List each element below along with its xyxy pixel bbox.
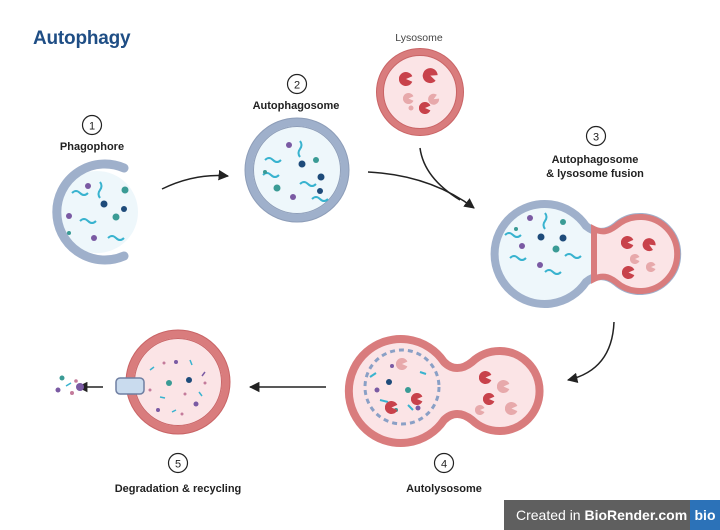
autophagosome-membrane bbox=[245, 118, 349, 222]
stage-2-number: 2 bbox=[294, 80, 300, 92]
degraded-fragments bbox=[148, 359, 207, 416]
stage-4-label: Autolysosome bbox=[406, 483, 482, 495]
stage-2-label: Autophagosome bbox=[253, 100, 340, 112]
stage-4-number: 4 bbox=[441, 459, 447, 471]
fusion-cargo bbox=[504, 212, 658, 279]
autophagosome-cargo bbox=[262, 140, 329, 202]
arrow-2-to-3 bbox=[367, 171, 475, 209]
lysosome: Lysosome bbox=[376, 32, 464, 136]
lysosome-membrane bbox=[376, 48, 464, 136]
stage-3-badge bbox=[585, 125, 607, 147]
biorender-logo: bio bbox=[690, 500, 720, 530]
diagram-title: Autophagy bbox=[33, 28, 131, 49]
stage-1-phagophore: 1 Phagophore bbox=[52, 114, 138, 265]
phagophore-cargo bbox=[66, 181, 129, 241]
stage-5-label: Degradation & recycling bbox=[115, 483, 242, 495]
inner-membrane-remnant bbox=[363, 348, 441, 426]
recycled-molecules bbox=[55, 375, 84, 395]
watermark-text: Created in BioRender.com bbox=[516, 507, 688, 523]
arrow-1-to-2 bbox=[161, 169, 230, 190]
stage-5-degradation: 5 Degradation & recycling bbox=[55, 329, 242, 495]
stage-2-badge bbox=[286, 73, 308, 95]
lysosome-label: Lysosome bbox=[395, 32, 443, 44]
arrow-lysosome-to-3 bbox=[419, 147, 461, 201]
fusion-lysosome-part bbox=[591, 214, 681, 294]
arrow-3-to-4 bbox=[566, 321, 615, 384]
stage-3-number: 3 bbox=[593, 132, 599, 144]
stage-3-label-line2: & lysosome fusion bbox=[546, 168, 644, 180]
biorender-watermark[interactable]: Created in BioRender.com bio bbox=[504, 500, 720, 530]
stage-4-autolysosome: 4 Autolysosome bbox=[344, 335, 544, 495]
lysosome-enzymes bbox=[399, 66, 441, 114]
autolysosome-cargo bbox=[369, 358, 518, 415]
stage-5-number: 5 bbox=[175, 459, 181, 471]
stage-4-badge bbox=[433, 452, 455, 474]
stage-3-fusion: 3 Autophagosome & lysosome fusion bbox=[490, 125, 682, 308]
stage-5-badge bbox=[167, 452, 189, 474]
phagophore-membrane bbox=[52, 159, 129, 265]
stage-1-badge bbox=[81, 114, 103, 136]
molecule-icon bbox=[59, 375, 65, 381]
transporter-channel-icon bbox=[115, 377, 145, 395]
stage-3-label-line1: Autophagosome bbox=[552, 154, 639, 166]
stage-1-label: Phagophore bbox=[60, 141, 124, 153]
stage-1-number: 1 bbox=[89, 121, 95, 133]
stage-2-autophagosome: 2 Autophagosome bbox=[244, 73, 350, 223]
